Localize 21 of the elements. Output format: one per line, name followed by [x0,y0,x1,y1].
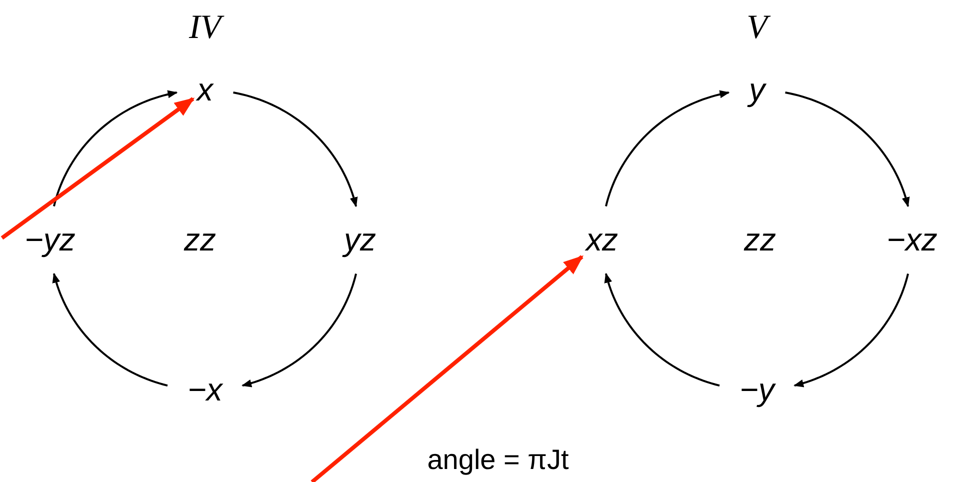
center-term-label: zz [184,222,216,258]
cycle-arrow [242,274,357,388]
cycle-arrow [52,272,168,387]
term-label: yz [340,222,380,258]
term-label: −y [736,372,778,408]
term-label: −xz [882,222,942,258]
pointer-arrow [310,255,584,482]
cycle-arrow [605,90,730,206]
cycle-arrow [785,92,910,208]
term-label: xz [582,222,622,258]
cycle-arrow [53,90,178,206]
cycle-arrow [233,92,358,208]
cycle-arrow [604,272,720,387]
term-label: y [745,72,769,108]
term-label: −yz [20,222,80,258]
center-term-label: zz [744,222,776,258]
angle-formula: angle = πJt [427,444,569,476]
pointer-arrow [0,97,195,240]
term-label: −x [184,372,226,408]
cycle-arrow [794,274,909,388]
term-label: x [193,72,217,108]
